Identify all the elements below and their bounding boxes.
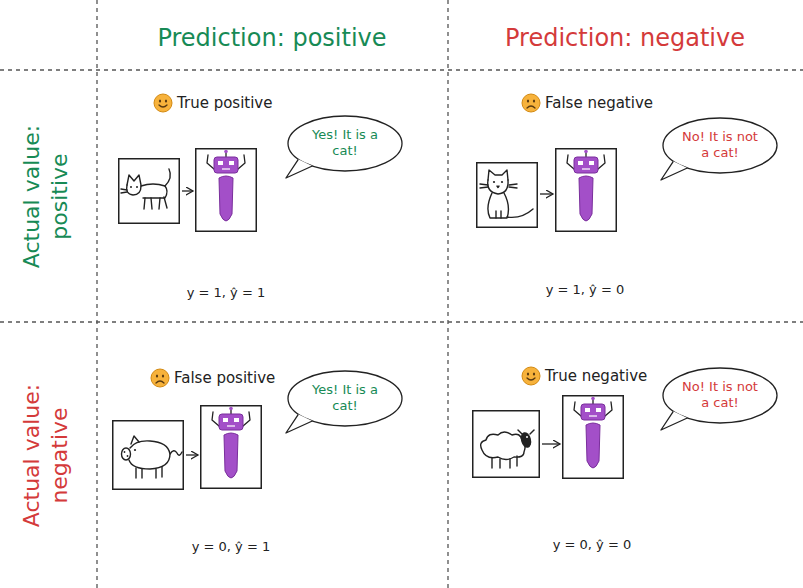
- speech-bubble: No! It is not a cat!: [662, 367, 778, 424]
- bubble-text: Yes! It is a cat!: [303, 127, 387, 160]
- bubble-tail: [661, 161, 687, 180]
- row-header: Actual value: negative: [18, 365, 73, 545]
- outcome-label: False negative: [545, 94, 653, 112]
- speech-bubble: Yes! It is a cat!: [287, 115, 403, 172]
- bubble-tail: [286, 159, 312, 178]
- grid-line: [0, 321, 803, 322]
- bubble-tail: [661, 411, 687, 430]
- speech-bubble: Yes! It is a cat!: [287, 370, 403, 427]
- column-header: Prediction: negative: [505, 24, 745, 53]
- bubble-text: No! It is not a cat!: [678, 129, 762, 162]
- formula-label: y = 1, ŷ = 0: [546, 282, 625, 298]
- robot-drawing: [556, 149, 617, 232]
- column-header: Prediction: positive: [157, 24, 386, 53]
- bubble-text: Yes! It is a cat!: [303, 382, 387, 415]
- row-header: Actual value: positive: [18, 106, 73, 286]
- input-arrow: [182, 190, 193, 191]
- emoji-face: [151, 369, 169, 387]
- grid-line: [96, 0, 97, 588]
- formula-label: y = 0, ŷ = 0: [553, 537, 632, 553]
- input-arrow: [186, 454, 198, 455]
- input-arrow: [540, 193, 553, 194]
- outcome-label: True positive: [177, 94, 272, 112]
- emoji-face: [154, 94, 172, 112]
- robot-drawing: [563, 396, 624, 479]
- cat-drawing: [119, 159, 180, 224]
- grid-line: [0, 69, 803, 70]
- bubble-text: No! It is not a cat!: [678, 379, 762, 412]
- formula-label: y = 1, ŷ = 1: [187, 285, 266, 301]
- robot-drawing: [201, 406, 262, 489]
- emoji-face: [522, 94, 540, 112]
- pig-drawing: [113, 421, 184, 490]
- bubble-tail: [286, 414, 312, 433]
- sheep-drawing: [473, 411, 540, 478]
- emoji-face: [522, 367, 540, 385]
- robot-drawing: [196, 149, 257, 232]
- cat-drawing: [477, 163, 538, 228]
- speech-bubble: No! It is not a cat!: [662, 117, 778, 174]
- outcome-label: True negative: [545, 367, 647, 385]
- outcome-label: False positive: [174, 369, 275, 387]
- formula-label: y = 0, ŷ = 1: [192, 539, 271, 555]
- input-arrow: [542, 443, 560, 444]
- grid-line: [447, 0, 448, 588]
